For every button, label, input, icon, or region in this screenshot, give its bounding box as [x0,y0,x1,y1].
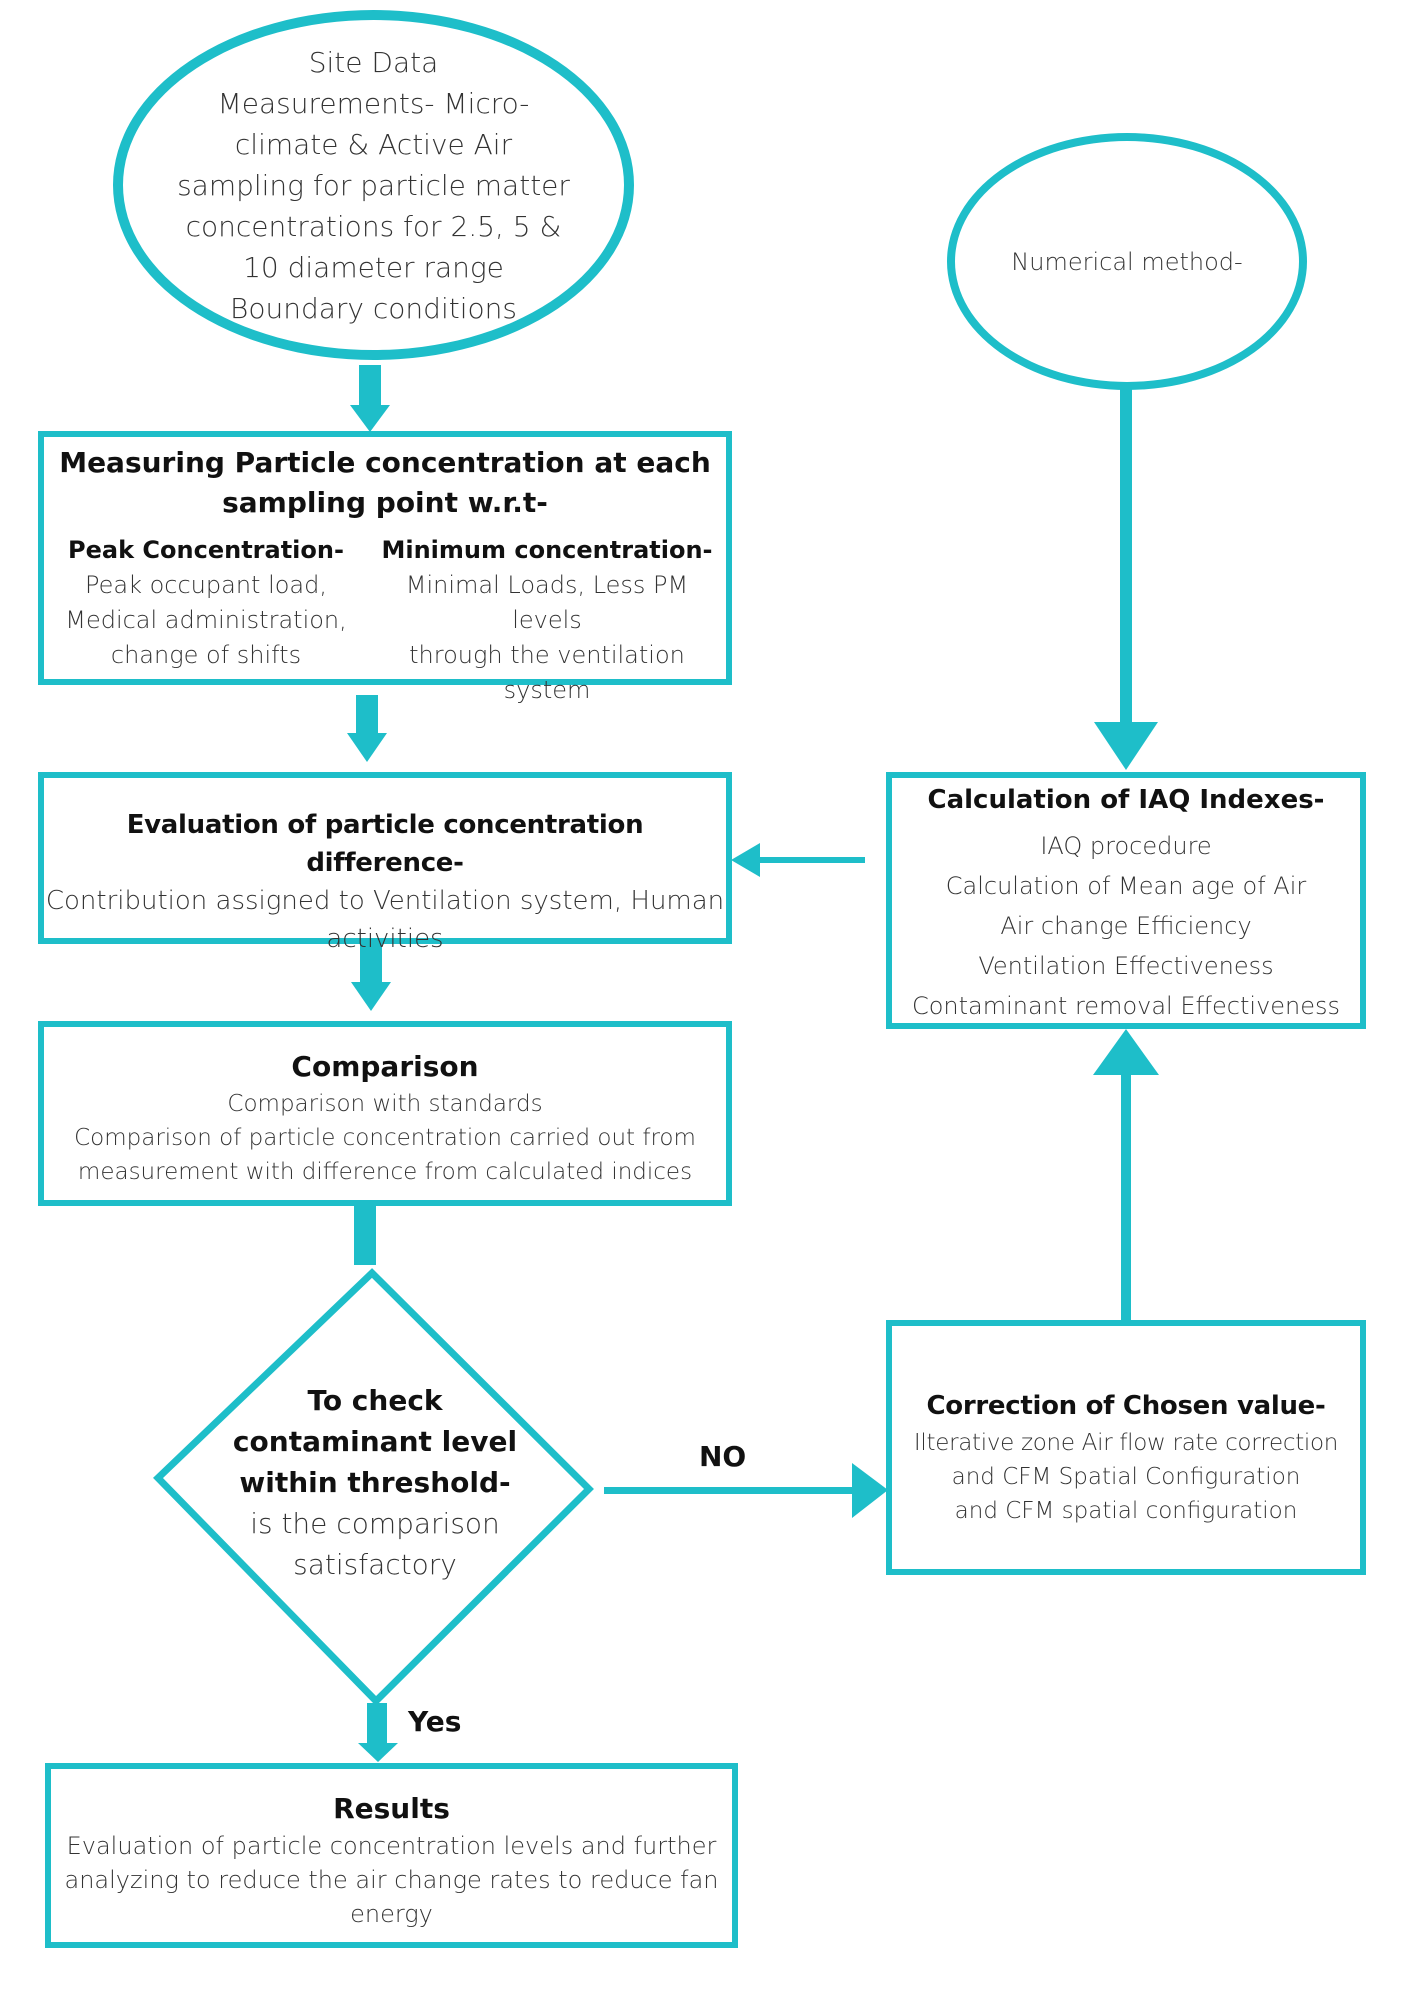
arrow-start-to-measuring [359,365,381,405]
decision-title-line: within threshold- [239,1466,511,1499]
correction-line: Ilterative zone Air flow rate correction [913,1430,1339,1456]
comparison-box: Comparison Comparison with standards Com… [38,1021,732,1206]
arrow-decision-to-results [367,1703,387,1743]
minimum-line: Minimal Loads, Less PM levels [405,571,689,634]
peak-title: Peak Concentration- [68,536,344,564]
site-data-text: Site Data Measurements- Micro- climate &… [177,42,570,329]
iaq-item: IAQ procedure [1040,832,1212,860]
arrow-evaluation-to-comparison [360,944,382,982]
correction-line: and CFM spatial configuration [954,1498,1298,1524]
iaq-box: Calculation of IAQ Indexes- IAQ procedur… [886,772,1366,1029]
decision-title-line: contaminant level [232,1425,518,1458]
arrow-measuring-to-evaluation [356,695,378,733]
comparison-line: measurement with difference from calcula… [77,1159,693,1185]
arrow-evaluation-to-comparison-head [351,982,391,1011]
results-line: Evaluation of particle concentration lev… [66,1832,717,1860]
correction-box: Correction of Chosen value- Ilterative z… [886,1320,1366,1575]
results-line: analyzing to reduce the air change rates… [64,1866,719,1894]
arrow-decision-to-correction [604,1487,854,1494]
arrow-numerical-to-iaq [1120,380,1132,722]
minimum-title: Minimum concentration- [381,536,713,564]
iaq-title: Calculation of IAQ Indexes- [927,785,1325,815]
no-label: NO [699,1440,747,1473]
iaq-list: IAQ procedure Calculation of Mean age of… [892,826,1360,1026]
arrow-decision-to-results-head [358,1743,398,1762]
site-data-ellipse: Site Data Measurements- Micro- climate &… [113,10,634,360]
numerical-method-ellipse: Numerical method- [947,133,1307,390]
comparison-line: Comparison of particle concentration car… [74,1125,696,1151]
minimum-line: system [503,676,591,704]
decision-line: is the comparison [250,1507,500,1540]
arrow-measuring-to-evaluation-head [347,733,387,762]
results-title: Results [333,1792,450,1825]
correction-title: Correction of Chosen value- [926,1391,1326,1421]
peak-line: Peak occupant load, [84,571,327,599]
arrow-iaq-to-evaluation-head [731,843,760,877]
evaluation-line: Contribution assigned to Ventilation sys… [45,886,725,916]
peak-column: Peak Concentration- Peak occupant load, … [44,533,368,673]
measuring-title: Measuring Particle concentration at each… [44,443,726,523]
measuring-box: Measuring Particle concentration at each… [38,431,732,704]
peak-line: change of shifts [110,641,302,669]
decision-text: To check contaminant level within thresh… [205,1380,545,1585]
decision-title-line: To check [307,1384,443,1417]
results-line: energy [350,1900,433,1928]
site-data-line: Measurements- Micro- [217,86,530,120]
iaq-item: Contaminant removal Effectiveness [911,992,1341,1020]
yes-label: Yes [408,1705,462,1738]
comparison-line: Comparison with standards [227,1091,543,1117]
decision-diamond [153,1268,594,1706]
site-data-line: Boundary conditions [230,291,517,325]
site-data-line: sampling for particle matter [177,168,570,202]
evaluation-title: Evaluation of particle concentration dif… [126,810,644,878]
site-data-line: climate & Active Air [234,127,513,161]
arrow-decision-to-correction-head [852,1463,888,1518]
evaluation-box: Evaluation of particle concentration dif… [38,772,732,954]
minimum-column: Minimum concentration- Minimal Loads, Le… [368,533,726,708]
iaq-item: Air change Efficiency [1000,912,1252,940]
site-data-line: 10 diameter range [243,250,504,284]
arrow-start-to-measuring-head [350,405,390,432]
arrow-numerical-to-iaq-head [1094,722,1158,770]
comparison-title: Comparison [291,1050,479,1083]
arrow-iaq-to-evaluation [760,857,865,863]
iaq-item: Calculation of Mean age of Air [945,872,1307,900]
numerical-method-text: Numerical method- [1011,247,1243,276]
correction-line: and CFM Spatial Configuration [951,1464,1301,1490]
results-box: Results Evaluation of particle concentra… [45,1763,738,1948]
arrow-correction-to-iaq-head [1093,1029,1159,1075]
minimum-line: through the ventilation [409,641,685,669]
measuring-title-line: Measuring Particle concentration at each [59,446,711,479]
evaluation-line: activities [326,924,444,954]
arrow-comparison-to-decision [354,1203,376,1265]
site-data-line: Site Data [308,45,439,79]
arrow-correction-to-iaq [1121,1075,1131,1325]
site-data-line: concentrations for 2.5, 5 & [185,209,562,243]
decision-line: satisfactory [293,1548,457,1581]
measuring-title-line: sampling point w.r.t- [222,486,548,519]
iaq-item: Ventilation Effectiveness [978,952,1274,980]
peak-line: Medical administration, [65,606,347,634]
